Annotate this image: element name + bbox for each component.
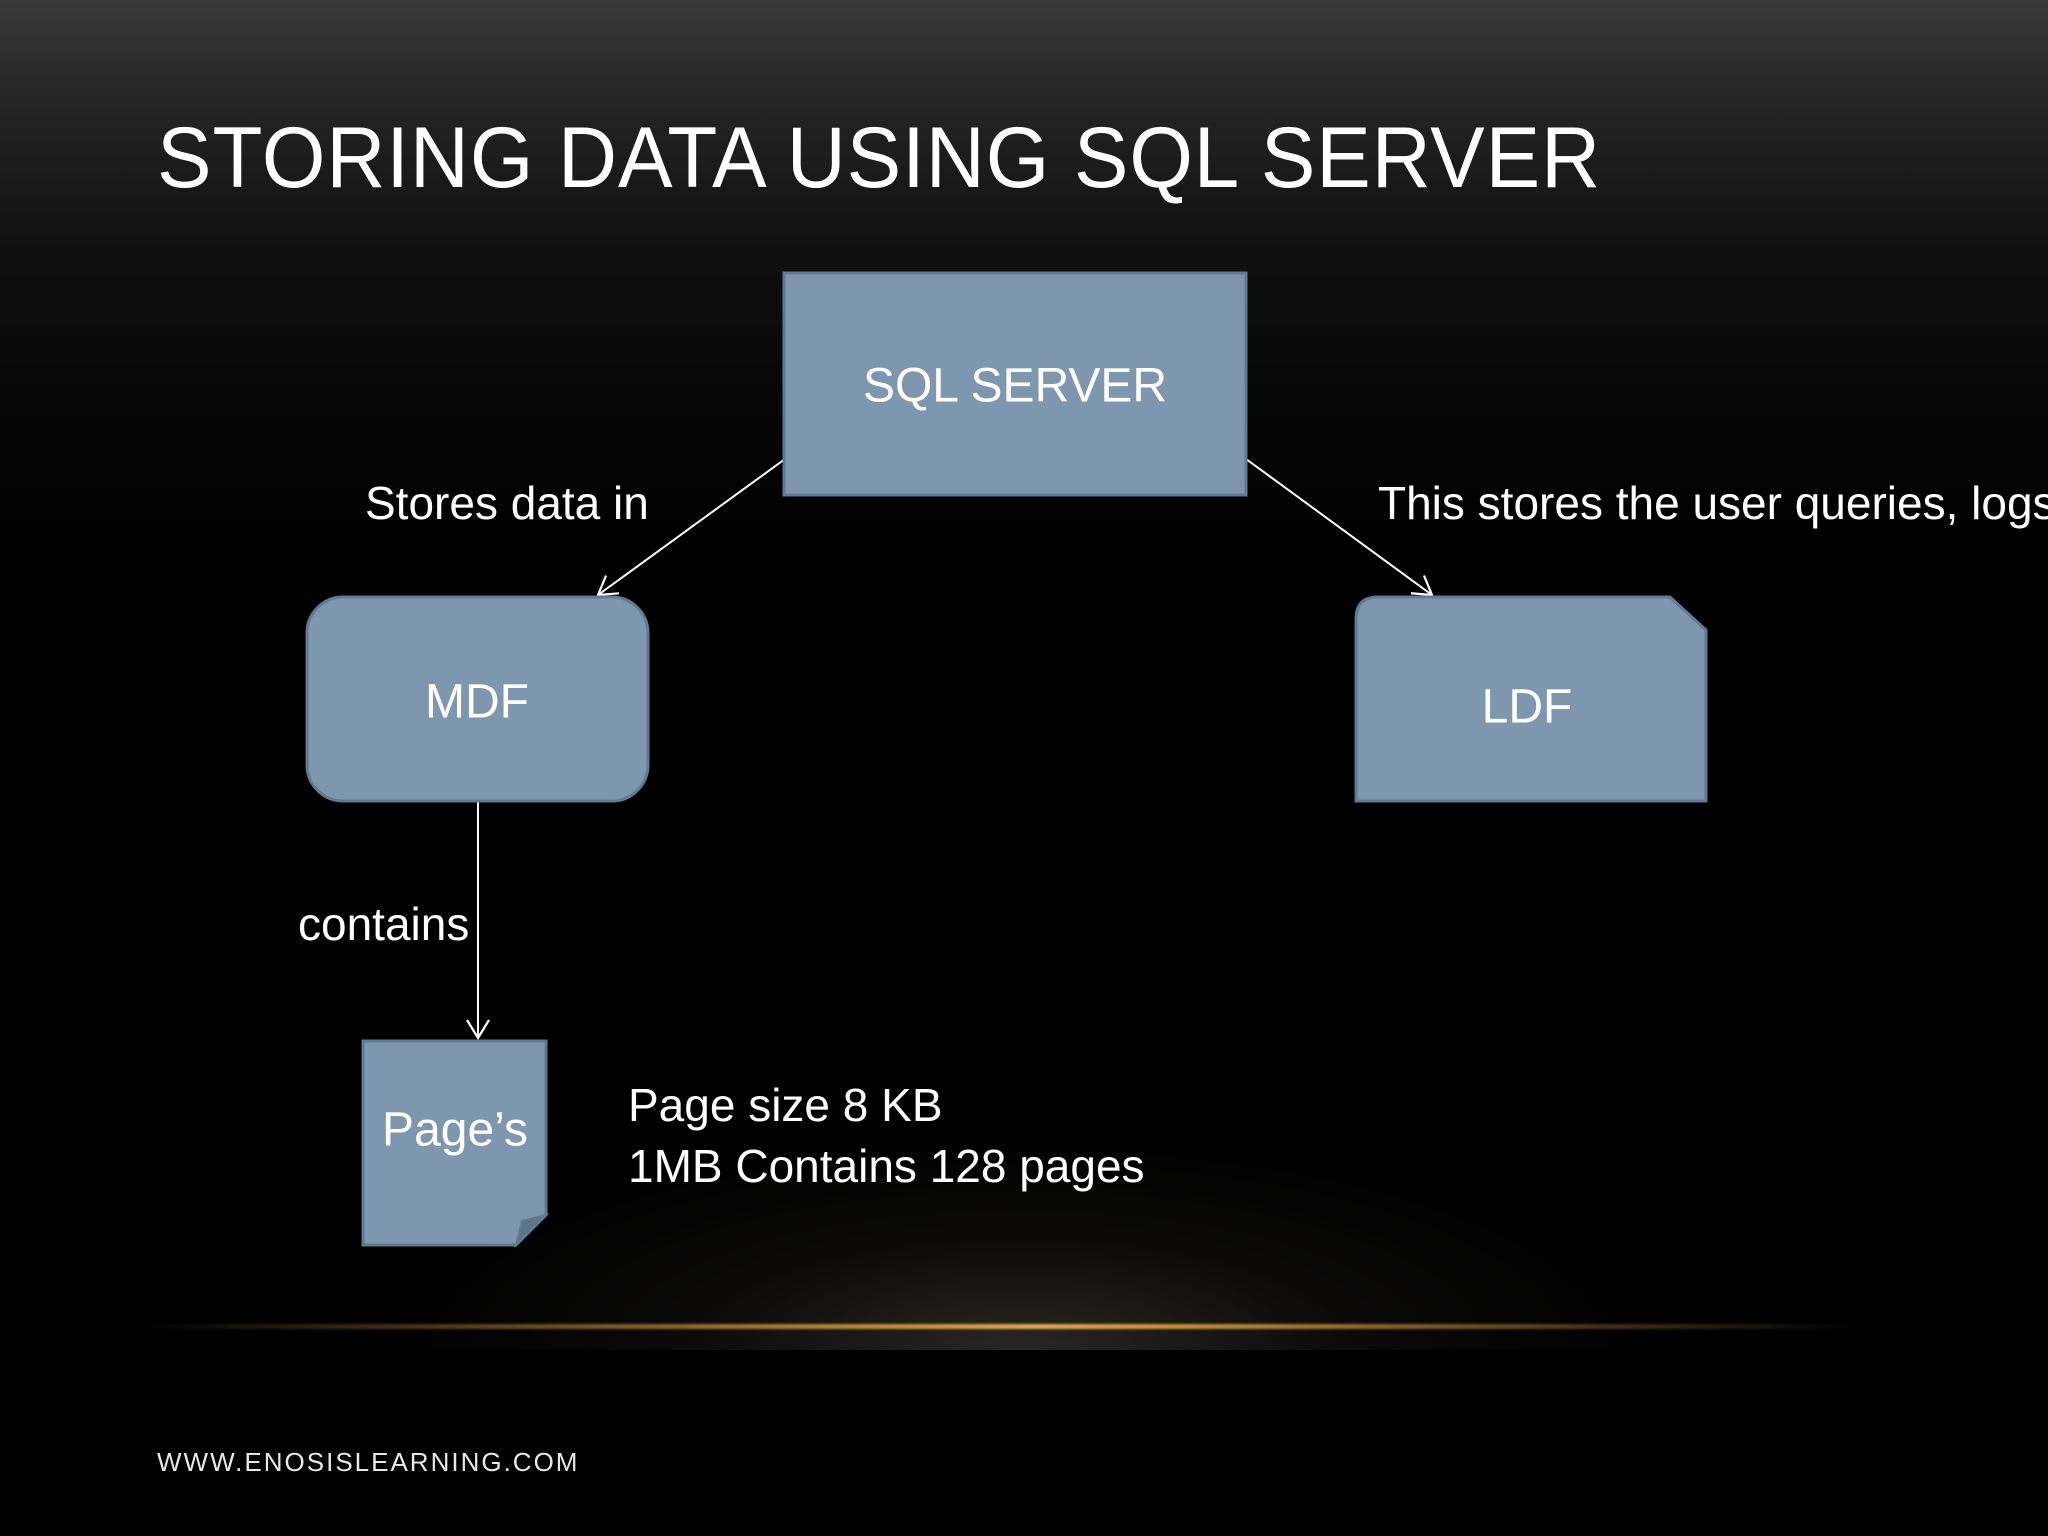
node-sql-server-label: SQL SERVER bbox=[863, 360, 1167, 413]
node-mdf-label: MDF bbox=[425, 676, 529, 729]
node-pages: Page’s bbox=[361, 1039, 550, 1249]
connector-server-to-mdf bbox=[596, 458, 786, 597]
node-sql-server: SQL SERVER bbox=[782, 271, 1248, 497]
edge-label-stores-queries-logs: This stores the user queries, logs bbox=[1378, 477, 2048, 529]
page-size-note: Page size 8 KB bbox=[628, 1079, 943, 1131]
mb-pages-note: 1MB Contains 128 pages bbox=[628, 1140, 1145, 1192]
slide-title: STORING DATA USING SQL SERVER bbox=[157, 110, 1602, 206]
edge-label-stores-data-in: Stores data in bbox=[365, 477, 649, 529]
footer-website: WWW.ENOSISLEARNING.COM bbox=[157, 1447, 580, 1477]
node-ldf-label: LDF bbox=[1482, 681, 1573, 734]
connector-server-to-ldf bbox=[1245, 458, 1434, 597]
page-info-notes: Page size 8 KB 1MB Contains 128 pages bbox=[628, 1075, 1145, 1197]
node-ldf: LDF bbox=[1354, 595, 1708, 803]
node-pages-label: Page’s bbox=[382, 1104, 528, 1157]
accent-divider-line bbox=[140, 1324, 1860, 1329]
edge-label-contains: contains bbox=[298, 898, 470, 950]
node-mdf: MDF bbox=[305, 595, 650, 803]
